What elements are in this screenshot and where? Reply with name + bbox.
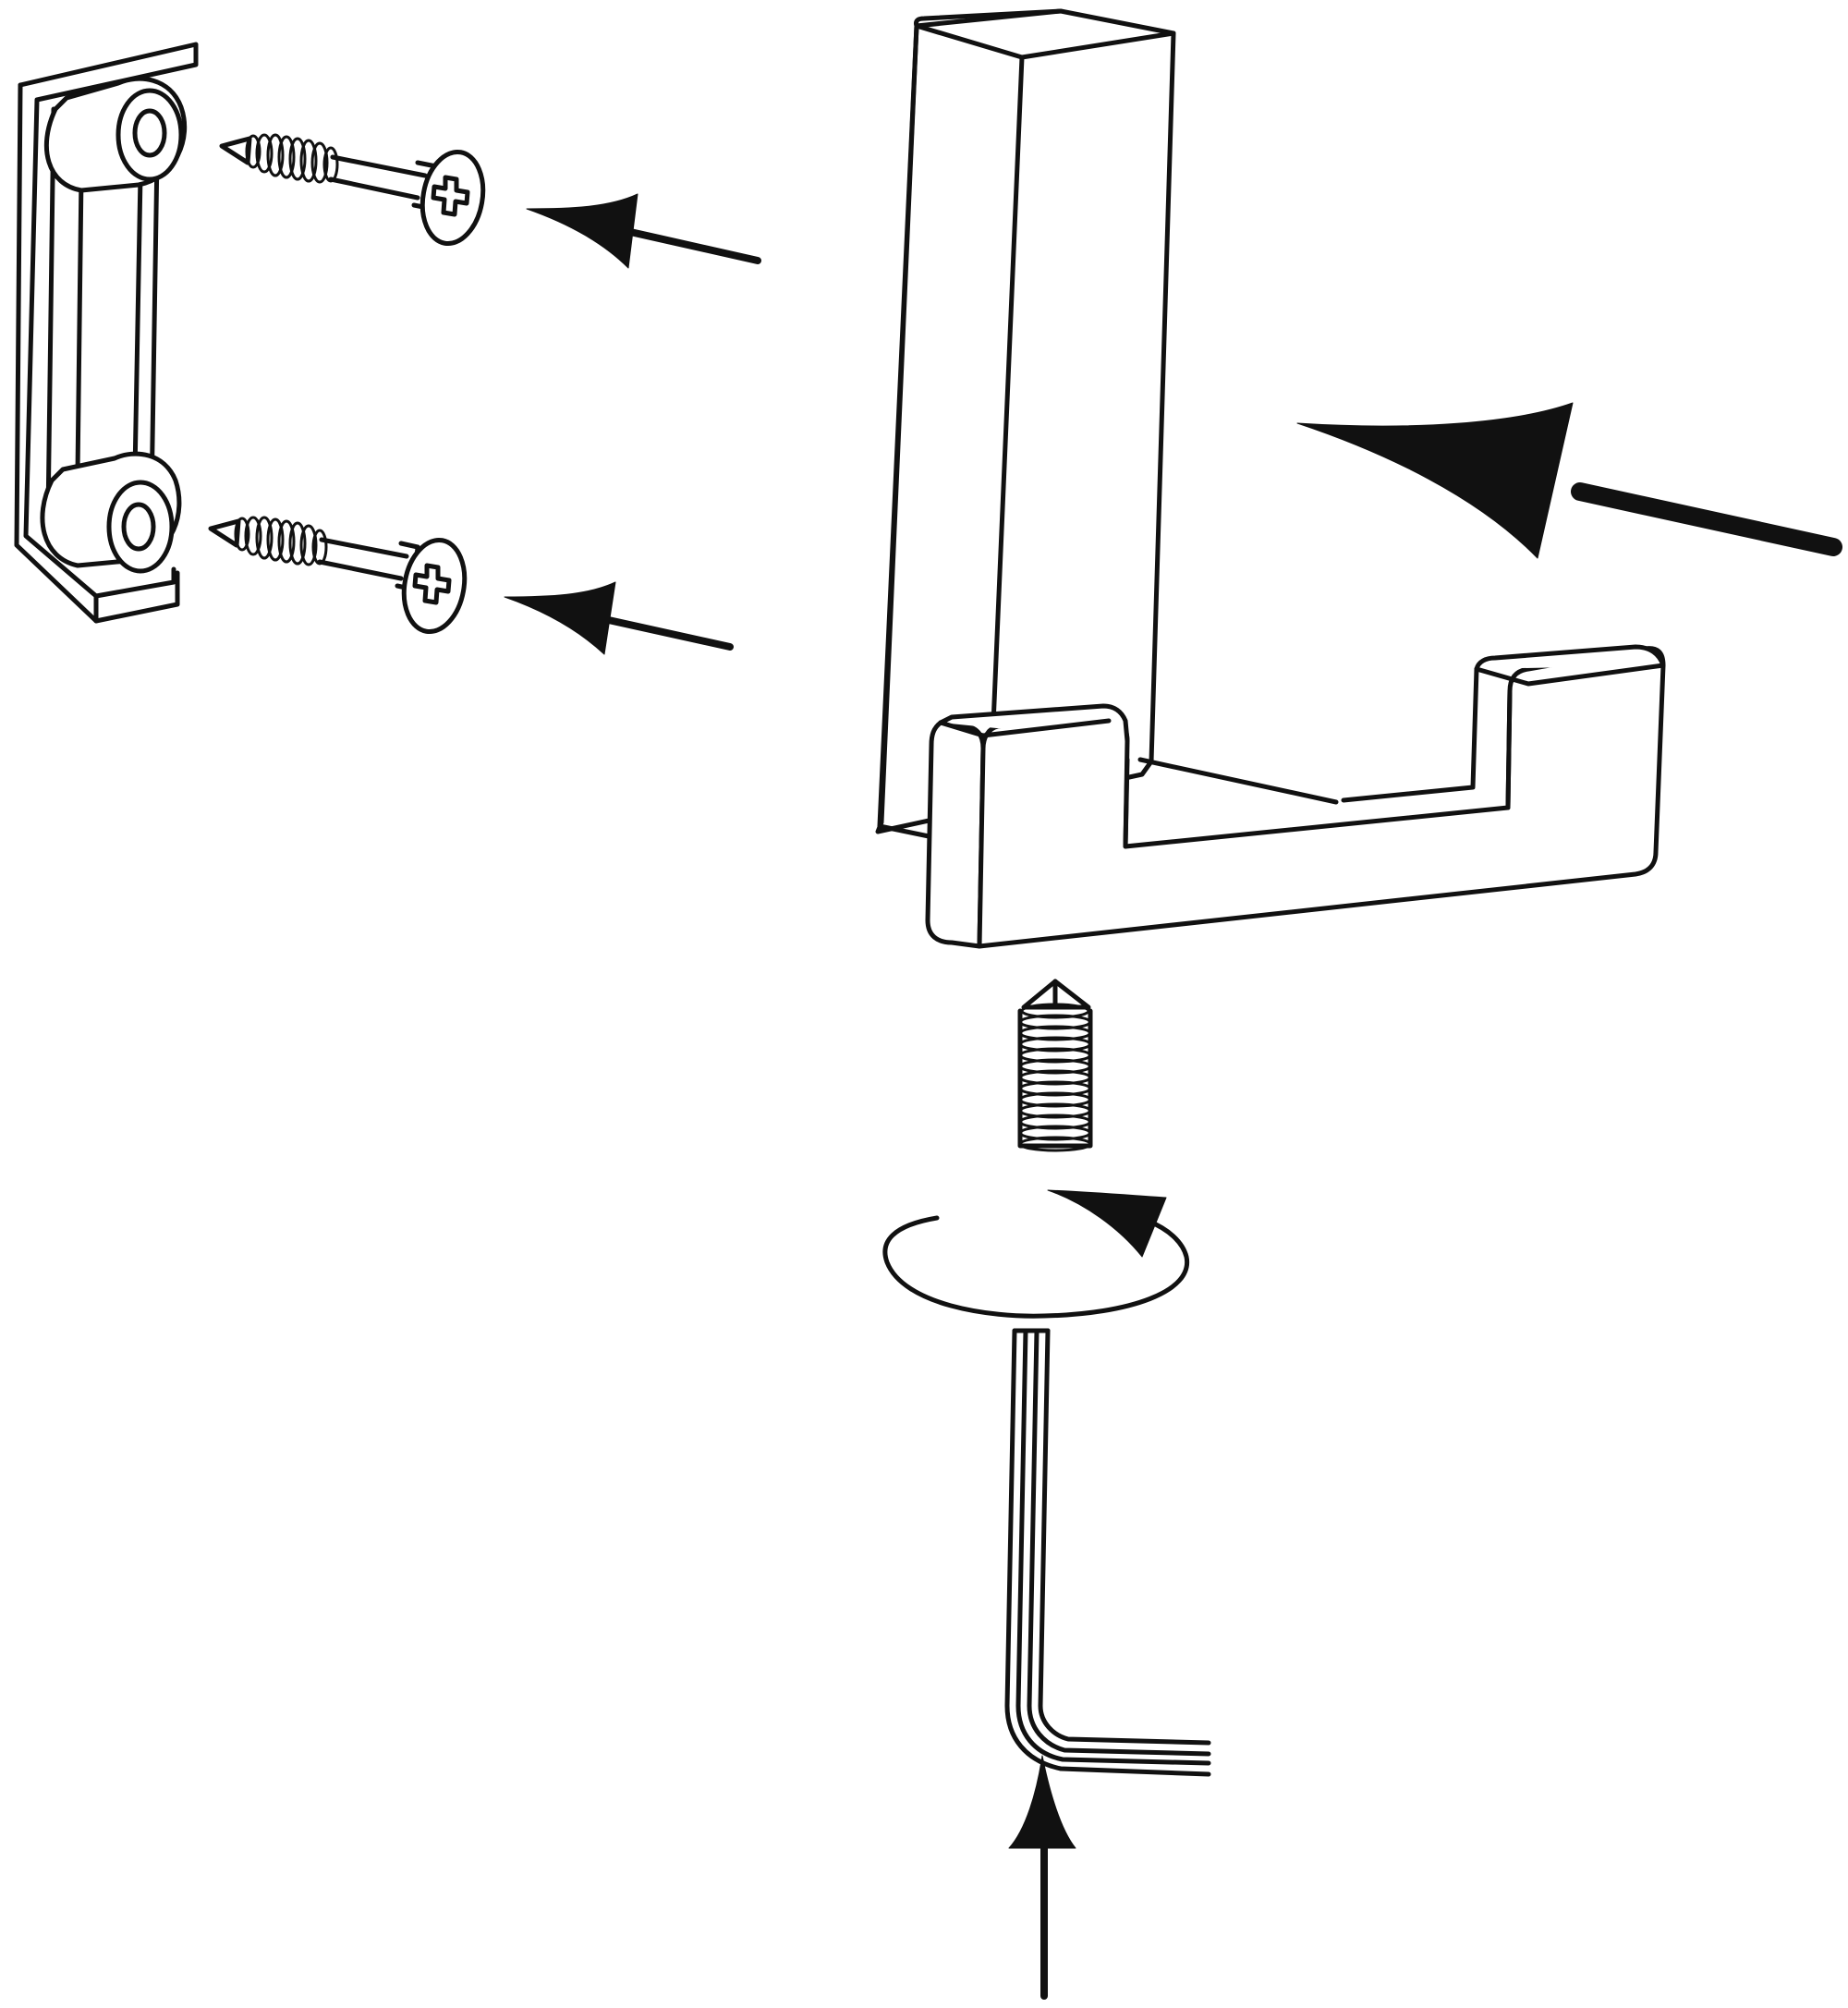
double-robe-hook — [875, 8, 1666, 949]
allen-key-push-arrow — [1008, 1755, 1076, 2000]
screw-insert-arrow-bottom — [504, 581, 734, 655]
screw-thread-bottom — [234, 516, 328, 566]
grub-screw-threads — [1018, 1003, 1092, 1152]
hex-allen-key — [1004, 1328, 1211, 1777]
rotation-arrow — [882, 1189, 1190, 1319]
screw-insert-arrow-top — [526, 193, 761, 269]
screw-thread-top — [245, 133, 339, 184]
hook-mount-arrow — [1296, 402, 1842, 559]
wood-screw-bottom — [208, 516, 468, 635]
grub-set-screw — [1017, 979, 1093, 1152]
wood-screw-top — [219, 133, 486, 247]
wall-mounting-bracket — [14, 42, 199, 624]
